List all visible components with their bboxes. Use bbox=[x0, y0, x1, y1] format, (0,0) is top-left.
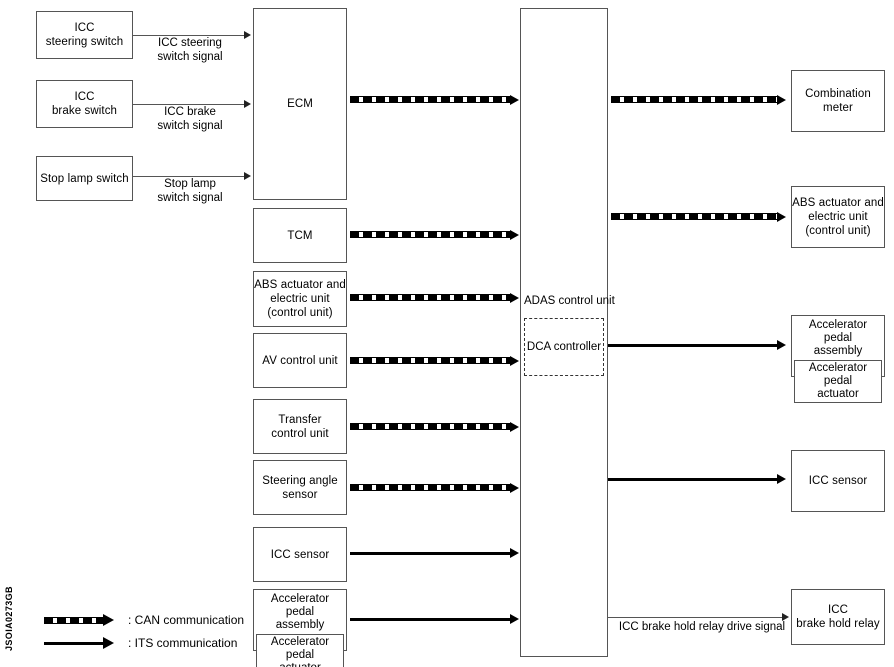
arrowhead-av-control-unit bbox=[510, 356, 519, 366]
label-icc-steering-switch-signal: ICC steering switch signal bbox=[157, 37, 223, 63]
legend-label: : CAN communication bbox=[128, 613, 245, 627]
connector-icc-steering-switch bbox=[133, 35, 245, 36]
arrowhead-abs-actuator-left bbox=[510, 293, 519, 303]
can-arrow-abs-actuator-right bbox=[611, 213, 779, 220]
can-arrow-av-control-unit bbox=[350, 357, 512, 364]
box-label: ECM bbox=[287, 98, 313, 110]
box-icc-sensor-left: ICC sensor bbox=[253, 527, 347, 582]
box-icc-brake-hold-relay: ICC brake hold relay bbox=[791, 589, 885, 645]
box-accelerator-pedal-assembly-right: Accelerator pedal assembly Accelerator p… bbox=[791, 315, 885, 403]
box-label: ICC steering switch bbox=[45, 22, 124, 48]
arrowhead-icon bbox=[103, 614, 114, 626]
arrowhead-icc-sensor-right bbox=[777, 474, 786, 484]
arrowhead-tcm bbox=[510, 230, 519, 240]
label-adas-control-unit: ADAS control unit bbox=[524, 295, 615, 307]
arrowhead-icc-steering-switch bbox=[244, 31, 251, 39]
box-label: ICC sensor bbox=[808, 475, 868, 487]
box-icc-brake-switch: ICC brake switch bbox=[36, 80, 133, 128]
arrowhead-icc-brake-switch bbox=[244, 100, 251, 108]
arrowhead-stop-lamp-switch bbox=[244, 172, 251, 180]
arrowhead-abs-actuator-right bbox=[777, 212, 786, 222]
box-label: Stop lamp switch bbox=[40, 172, 129, 185]
stack-title: Accelerator pedal assembly bbox=[808, 319, 868, 357]
can-line-icon bbox=[44, 616, 104, 624]
box-label: ICC brake switch bbox=[51, 91, 118, 117]
box-stop-lamp-switch: Stop lamp switch bbox=[36, 156, 133, 201]
label-stop-lamp-switch-signal: Stop lamp switch signal bbox=[157, 178, 223, 204]
box-tcm: TCM bbox=[253, 208, 347, 263]
connector-icc-brake-switch bbox=[133, 104, 245, 105]
box-av-control-unit: AV control unit bbox=[253, 333, 347, 388]
box-label: TCM bbox=[287, 229, 313, 242]
box-label: Combination meter bbox=[805, 88, 871, 114]
box-icc-sensor-right: ICC sensor bbox=[791, 450, 885, 512]
label-icc-brake-switch-signal: ICC brake switch signal bbox=[157, 106, 223, 132]
its-line-icon bbox=[44, 641, 104, 645]
arrowhead-combination-meter bbox=[777, 95, 786, 105]
arrowhead-icon bbox=[103, 637, 114, 649]
arrowhead-ecm bbox=[510, 95, 519, 105]
its-arrow-icc-sensor-right bbox=[608, 478, 780, 481]
arrowhead-icc-brake-hold-relay bbox=[782, 613, 789, 621]
box-abs-actuator-left: ABS actuator and electric unit (control … bbox=[253, 271, 347, 327]
box-label: AV control unit bbox=[262, 354, 338, 367]
dca-label: DCA controller bbox=[526, 341, 602, 353]
connector-icc-brake-hold-relay bbox=[608, 617, 782, 618]
box-accelerator-pedal-assembly-left: Accelerator pedal assembly Accelerator p… bbox=[253, 589, 347, 667]
stack-title: Accelerator pedal assembly bbox=[270, 593, 330, 631]
arrowhead-icc-sensor-left bbox=[510, 548, 519, 558]
box-combination-meter: Combination meter bbox=[791, 70, 885, 132]
legend-item-can-communication: : CAN communication bbox=[44, 613, 244, 627]
figure-reference-code: JSOIA0273GB bbox=[4, 586, 14, 651]
arrowhead-accelerator-pedal-left bbox=[510, 614, 519, 624]
box-dca-controller: DCA controller bbox=[524, 318, 604, 376]
can-arrow-tcm bbox=[350, 231, 512, 238]
can-arrow-transfer-control-unit bbox=[350, 423, 512, 430]
arrowhead-transfer-control-unit bbox=[510, 422, 519, 432]
box-transfer-control-unit: Transfer control unit bbox=[253, 399, 347, 454]
its-arrow-accelerator-pedal-left bbox=[350, 618, 514, 621]
box-label: ICC sensor bbox=[270, 548, 330, 561]
box-steering-angle-sensor: Steering angle sensor bbox=[253, 460, 347, 515]
its-arrow-icc-sensor-left bbox=[350, 552, 514, 555]
legend-label: : ITS communication bbox=[128, 636, 238, 650]
can-arrow-ecm bbox=[350, 96, 512, 103]
box-icc-steering-switch: ICC steering switch bbox=[36, 11, 133, 59]
box-label: Steering angle sensor bbox=[262, 474, 338, 501]
can-arrow-steering-angle-sensor bbox=[350, 484, 512, 491]
box-label: Transfer control unit bbox=[271, 413, 329, 440]
box-label: ABS actuator and electric unit (control … bbox=[792, 197, 884, 237]
arrowhead-steering-angle-sensor bbox=[510, 483, 519, 493]
arrowhead-accelerator-pedal-right bbox=[777, 340, 786, 350]
stack-inner-accelerator-pedal-actuator: Accelerator pedal actuator bbox=[256, 634, 344, 667]
can-arrow-combination-meter bbox=[611, 96, 779, 103]
box-label: ABS actuator and electric unit (control … bbox=[254, 279, 346, 319]
box-label: ICC brake hold relay bbox=[796, 604, 880, 630]
its-arrow-accelerator-pedal-right bbox=[608, 344, 780, 347]
label-icc-brake-hold-relay-drive-signal: ICC brake hold relay drive signal bbox=[618, 621, 786, 633]
legend-item-its-communication: : ITS communication bbox=[44, 636, 237, 650]
can-arrow-abs-actuator-left bbox=[350, 294, 512, 301]
stack-inner-accelerator-pedal-actuator: Accelerator pedal actuator bbox=[794, 360, 882, 403]
connector-stop-lamp-switch bbox=[133, 176, 245, 177]
box-ecm: ECM bbox=[253, 8, 347, 200]
box-abs-actuator-right: ABS actuator and electric unit (control … bbox=[791, 186, 885, 248]
